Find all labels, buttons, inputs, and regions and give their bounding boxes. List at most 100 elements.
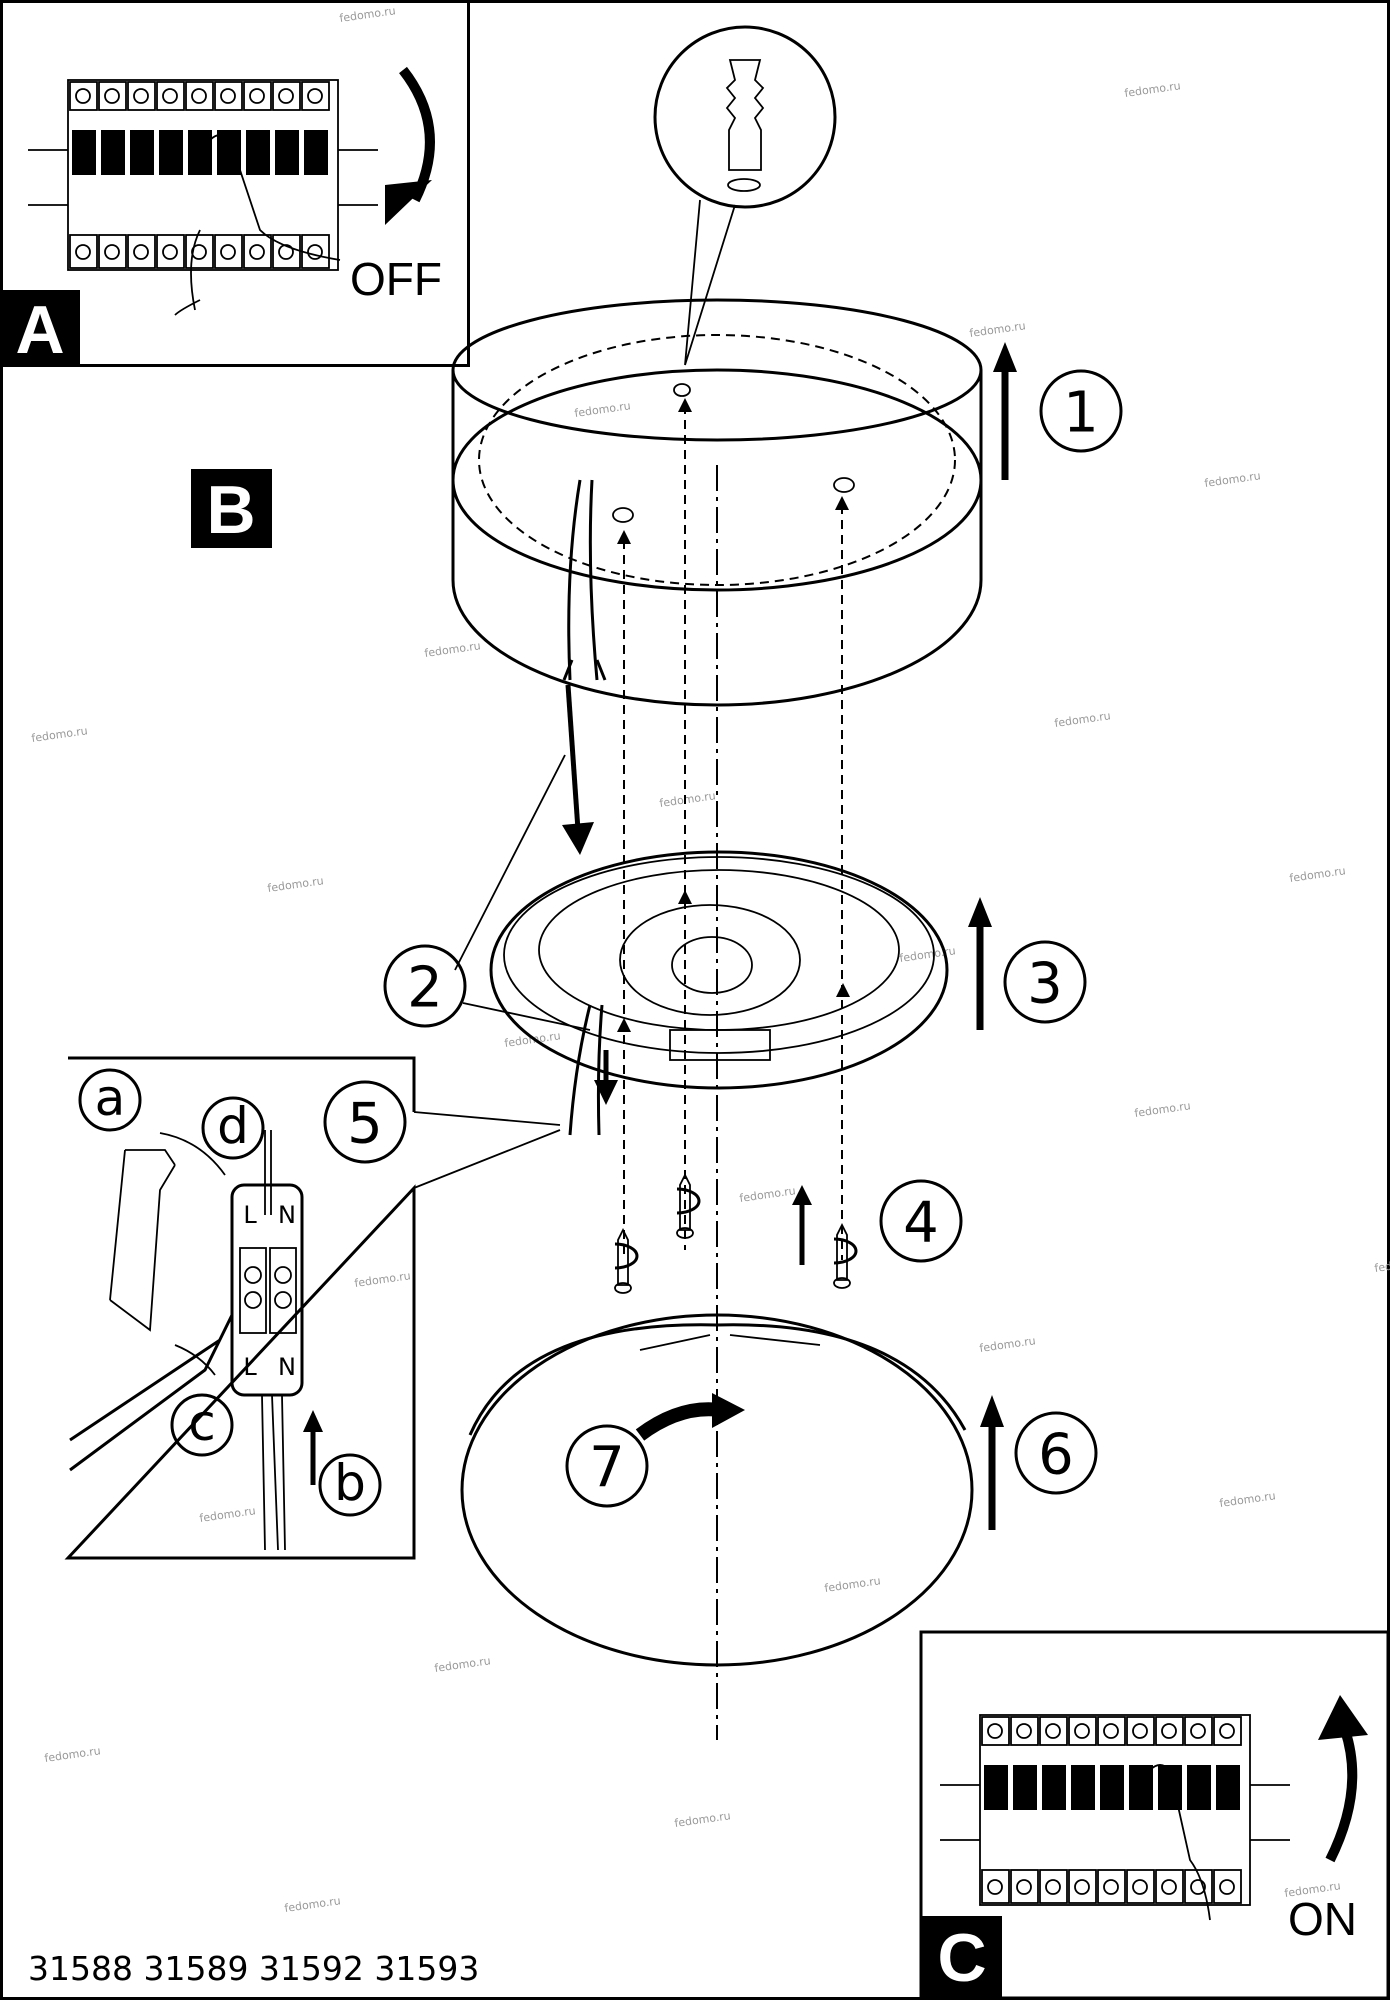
breaker-terminal [981,1869,1010,1904]
turn-arrow-icon [676,1187,701,1215]
watermark-text: fedomo.ru [979,1334,1037,1355]
terminal-label-n: N [278,1353,296,1381]
breaker-terminal [301,234,330,269]
breaker-terminal [156,81,185,111]
breaker-terminal [301,81,330,111]
watermark-text: fedomo.ru [659,789,717,810]
screw-icon [244,1291,262,1309]
breaker-toggle [1100,1765,1124,1810]
mounting-plate [489,850,949,1136]
rotate-up-arrow-icon [1325,1728,1358,1863]
watermark-text: fedomo.ru [284,1894,342,1915]
substep-circle [318,1453,382,1517]
watermark-text: fedomo.ru [1054,709,1112,730]
screw-icon [220,244,236,260]
breaker-terminal [127,234,156,269]
din-rail [940,1784,1290,1841]
screw-icon [617,1227,629,1286]
breaker-terminal [981,1716,1010,1746]
screw-icon [1103,1723,1119,1739]
terminal-label-n: N [278,1201,296,1229]
watermark-text: fedomo.ru [574,399,632,420]
breaker-terminal [243,81,272,111]
breaker-terminal [1097,1869,1126,1904]
detail-frame [64,1056,416,1560]
watermark-text: fedomo.ru [674,1809,732,1830]
breaker-toggle [275,130,299,175]
step-circle [1014,1411,1098,1495]
screw-icon [679,1172,691,1231]
screw-icon [987,1879,1003,1895]
breaker-terminal [185,234,214,269]
breaker-terminal [1010,1716,1039,1746]
watermarks: fedomo.ru fedomo.ru fedomo.ru fedomo.ru fedo… [31,4,1390,1915]
screw-icon [1074,1723,1090,1739]
screw-icon [104,244,120,260]
breaker-toggle [1216,1765,1240,1810]
screw-icon [278,88,294,104]
terminal [239,1247,267,1334]
guide-arrow-icon [836,983,850,997]
canopy-hidden-edge [478,334,956,586]
screw-icon [249,88,265,104]
substep-circle [201,1096,265,1160]
screw-icon [1016,1723,1032,1739]
rotate-arrow-7-icon [635,1402,721,1441]
breaker-terminal [1213,1869,1242,1904]
rotate-down-arrow-icon [399,66,435,203]
dome-clips [639,1334,821,1351]
watermark-text: fedomo.ru [969,319,1027,340]
terminal-label-l: L [243,1353,257,1381]
breaker-terminal [1010,1869,1039,1904]
arrow-head-icon [303,1410,323,1432]
screws [614,1172,858,1294]
terminal-label-l: L [243,1201,257,1229]
arrow-head-icon [712,1393,745,1428]
screw-icon [1219,1879,1235,1895]
breaker-terminal [185,81,214,111]
screw-icon [191,88,207,104]
panel-b-badge [191,469,272,548]
panel-c-frame [919,1630,1390,2000]
breaker-terminal [1184,1716,1213,1746]
step-number-1: 1 [1063,381,1099,446]
screw-icon [1132,1723,1148,1739]
substep-circle [78,1068,142,1132]
screw-icon [274,1266,292,1284]
breaker-toggle [159,130,183,175]
hand-outline [174,229,201,316]
cover-bracket [109,1149,176,1332]
substep-label-a: a [95,1069,126,1127]
breaker-terminal [1155,1869,1184,1904]
model-numbers: 31588 31589 31592 31593 [28,1949,479,1988]
screw-icon [1190,1879,1206,1895]
screw-icon [1161,1879,1177,1895]
plate-inner [503,856,935,1054]
wall-plug-icon [725,59,765,171]
terminal [269,1247,297,1334]
watermark-text: fedomo.ru [1124,79,1182,100]
mounting-guides [617,398,849,1260]
step-number-5: 5 [347,1092,383,1157]
arrow-head-icon [980,1395,1004,1427]
guide-arrow-icon [678,398,692,412]
screw-icon [987,1723,1003,1739]
panel-a-badge [0,290,80,366]
turn-arrow-icon [614,1242,639,1270]
screw-icon [244,1266,262,1284]
panel-c-badge [922,1916,1002,2000]
watermark-text: fedomo.ru [739,1184,797,1205]
screw-icon [1161,1723,1177,1739]
callout-pointer [684,199,736,366]
breaker-toggle [1187,1765,1211,1810]
plate-ring [538,869,900,1031]
panel-c-label: C [937,1920,986,1996]
breaker-terminal [1097,1716,1126,1746]
breaker-terminal [156,234,185,269]
